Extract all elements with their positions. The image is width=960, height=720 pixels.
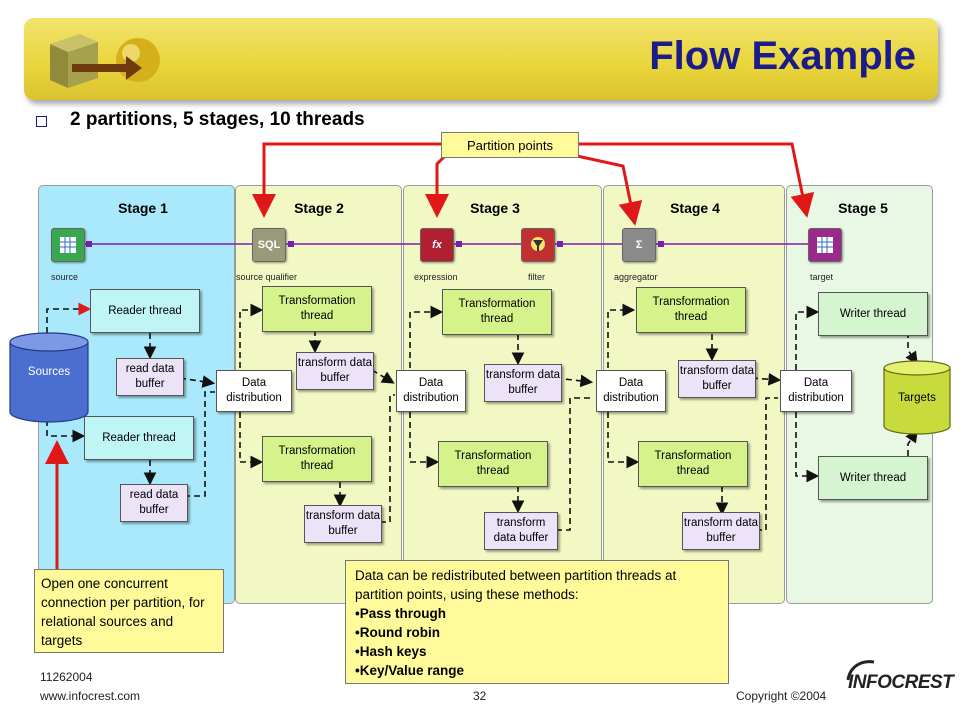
stage-label: Stage 2 xyxy=(294,200,344,216)
sources-label: Sources xyxy=(27,366,71,378)
footer-copyright: Copyright ©2004 xyxy=(736,689,827,703)
connection-note: Open one concurrent connection per parti… xyxy=(34,569,224,653)
icon-label: filter xyxy=(528,272,546,282)
redistribution-note-text: Data can be redistributed between partit… xyxy=(355,568,677,602)
expression-icon: fx xyxy=(420,228,454,262)
transformation-thread-box: Transformation thread xyxy=(638,441,748,487)
icon-label: target xyxy=(810,272,834,282)
data-distribution-box: Data distribution xyxy=(216,370,292,412)
icon-label: aggregator xyxy=(614,272,658,282)
method-item: •Key/Value range xyxy=(355,663,465,678)
targets-label: Targets xyxy=(898,392,936,404)
transformation-thread-box: Transformation thread xyxy=(262,286,372,332)
data-distribution-box: Data distribution xyxy=(780,370,852,412)
icon-label: source xyxy=(51,272,79,282)
icon-label: expression xyxy=(414,272,458,282)
brand-logo-text: INFOCREST xyxy=(848,672,954,693)
stage-label: Stage 4 xyxy=(670,200,720,216)
partition-points-callout: Partition points xyxy=(441,132,579,158)
method-item: •Round robin xyxy=(355,625,440,640)
transformation-thread-box: Transformation thread xyxy=(442,289,552,335)
bullet-text: 2 partitions, 5 stages, 10 threads xyxy=(70,109,365,130)
data-distribution-box: Data distribution xyxy=(596,370,666,412)
footer-url[interactable]: www.infocrest.com xyxy=(40,689,141,703)
method-item: •Pass through xyxy=(355,606,446,621)
transform-data-buffer-box: transform data buffer xyxy=(484,364,562,402)
aggregator-sigma-icon: Σ xyxy=(622,228,656,262)
transform-data-buffer-box: transform data buffer xyxy=(484,512,558,550)
page-title: Flow Example xyxy=(649,34,916,78)
transform-data-buffer-box: transform data buffer xyxy=(304,505,382,543)
reader-thread-box: Reader thread xyxy=(90,289,200,333)
transformation-thread-box: Transformation thread xyxy=(262,436,372,482)
icon-label: source qualifier xyxy=(236,272,298,282)
sources-database-icon xyxy=(9,332,89,423)
cube-ball-logo-icon xyxy=(50,34,160,88)
page-number: 32 xyxy=(473,689,487,703)
read-data-buffer-box: read data buffer xyxy=(116,358,184,396)
writer-thread-box: Writer thread xyxy=(818,456,928,500)
data-distribution-box: Data distribution xyxy=(396,370,466,412)
transform-data-buffer-box: transform data buffer xyxy=(682,512,760,550)
stage-label: Stage 5 xyxy=(838,200,888,216)
targets-database-icon xyxy=(883,360,951,435)
bullet-square-icon xyxy=(36,116,47,127)
writer-thread-box: Writer thread xyxy=(818,292,928,336)
transformation-thread-box: Transformation thread xyxy=(438,441,548,487)
redistribution-note: Data can be redistributed between partit… xyxy=(345,560,729,684)
source-qualifier-icon: SQL xyxy=(252,228,286,262)
target-icon xyxy=(808,228,842,262)
source-icon xyxy=(51,228,85,262)
infocrest-arc-logo-icon xyxy=(846,660,875,681)
transform-data-buffer-box: transform data buffer xyxy=(296,352,374,390)
read-data-buffer-box: read data buffer xyxy=(120,484,188,522)
stage-label: Stage 1 xyxy=(118,200,168,216)
filter-funnel-icon xyxy=(521,228,555,262)
reader-thread-box: Reader thread xyxy=(84,416,194,460)
title-banner xyxy=(24,18,938,100)
footer-code: 11262004 xyxy=(40,670,93,684)
transformation-thread-box: Transformation thread xyxy=(636,287,746,333)
method-item: •Hash keys xyxy=(355,644,427,659)
stage-label: Stage 3 xyxy=(470,200,520,216)
transform-data-buffer-box: transform data buffer xyxy=(678,360,756,398)
